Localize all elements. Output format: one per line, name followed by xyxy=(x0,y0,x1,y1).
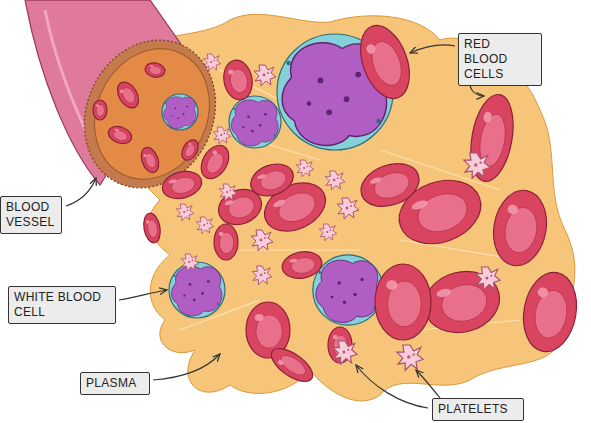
label-text: PLATELETS xyxy=(438,402,518,417)
platelet xyxy=(319,224,337,241)
white-blood-cell xyxy=(229,96,281,148)
red-blood-cell xyxy=(465,91,520,185)
platelet xyxy=(181,254,199,271)
red-blood-cell xyxy=(517,268,582,356)
red-blood-cell xyxy=(488,186,552,270)
red-blood-cell xyxy=(142,212,163,244)
platelet xyxy=(176,204,194,221)
red-blood-cell xyxy=(106,123,134,146)
red-blood-cell xyxy=(138,145,162,175)
red-blood-cell xyxy=(351,19,418,105)
vessel-rim xyxy=(61,18,239,209)
red-blood-cell xyxy=(113,78,143,111)
red-blood-cell xyxy=(246,158,298,201)
leader-line xyxy=(153,354,220,380)
callout-tag: RED BLOOD CELLS xyxy=(458,33,542,86)
white-blood-cell xyxy=(162,94,198,130)
leader-line xyxy=(119,290,167,300)
red-blood-cell xyxy=(144,61,166,78)
platelet xyxy=(325,171,345,190)
leader-lines xyxy=(66,45,484,408)
platelet xyxy=(203,54,221,71)
leader-line xyxy=(66,178,96,206)
red-blood-cell xyxy=(214,224,238,260)
platelet xyxy=(252,266,272,285)
platelet xyxy=(397,345,423,370)
red-blood-cell xyxy=(93,100,107,120)
white-blood-cell xyxy=(169,262,225,318)
red-blood-cell xyxy=(159,167,204,202)
red-blood-cell xyxy=(375,264,431,340)
platelet xyxy=(296,160,314,177)
leader-line xyxy=(416,370,440,398)
platelet xyxy=(333,341,357,364)
white-blood-cell xyxy=(313,255,383,325)
red-blood-cell xyxy=(266,342,318,388)
platelet xyxy=(464,153,490,178)
red-blood-cell xyxy=(355,156,425,214)
platelet xyxy=(213,127,231,144)
leader-line xyxy=(410,45,455,53)
platelet xyxy=(196,217,214,234)
label-text: RED BLOOD CELLS xyxy=(464,37,536,82)
platelet xyxy=(254,65,276,86)
label-text: PLASMA xyxy=(86,376,144,391)
red-blood-cell xyxy=(221,58,256,102)
red-blood-cell xyxy=(280,249,324,282)
platelet xyxy=(337,198,359,219)
red-blood-cell xyxy=(178,137,201,163)
label-text: WHITE BLOOD CELL xyxy=(14,290,110,320)
platelet xyxy=(251,230,273,251)
platelet xyxy=(219,184,237,201)
platelet xyxy=(476,267,500,290)
callout-tag: BLOOD VESSEL xyxy=(0,196,62,234)
label-text: BLOOD VESSEL xyxy=(6,200,56,230)
callout-tag: PLASMA xyxy=(80,372,150,395)
red-blood-cell xyxy=(196,140,235,183)
callout-tag: PLATELETS xyxy=(432,398,524,421)
callout-tag: WHITE BLOOD CELL xyxy=(8,286,116,324)
